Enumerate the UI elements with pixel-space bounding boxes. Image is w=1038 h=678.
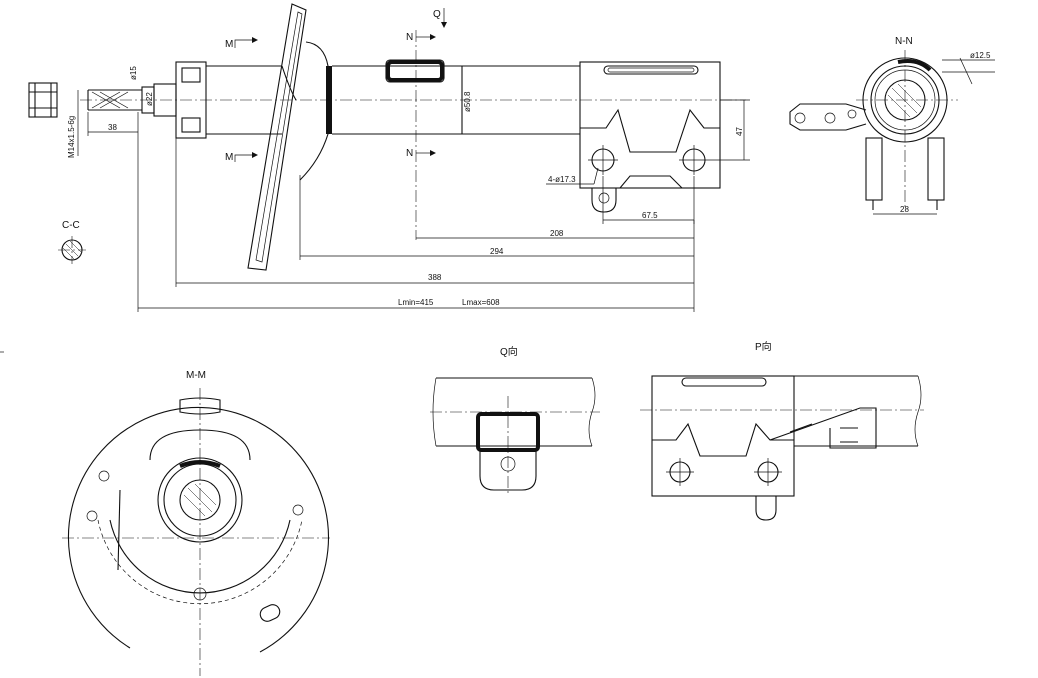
- svg-text:Lmax=608: Lmax=608: [462, 298, 500, 307]
- svg-text:M: M: [225, 152, 233, 163]
- view-q: Q向: [430, 345, 600, 496]
- svg-text:N-N: N-N: [895, 36, 913, 47]
- svg-text:ø15: ø15: [129, 66, 138, 80]
- main-strut-view: M M N N Q 38 M14x1.5-6g: [28, 3, 750, 312]
- svg-text:67.5: 67.5: [642, 211, 658, 220]
- svg-text:47: 47: [735, 127, 744, 136]
- svg-text:M-M: M-M: [186, 370, 206, 381]
- svg-text:C-C: C-C: [62, 220, 80, 231]
- svg-text:28: 28: [900, 205, 909, 214]
- svg-text:ø12.5: ø12.5: [970, 51, 991, 60]
- section-mm: M-M: [62, 370, 330, 676]
- svg-text:Q向: Q向: [500, 345, 518, 358]
- strut-tube: [332, 59, 580, 135]
- svg-text:P向: P向: [755, 340, 772, 353]
- svg-text:Q: Q: [433, 9, 441, 20]
- svg-text:294: 294: [490, 247, 504, 256]
- svg-text:4-ø17.3: 4-ø17.3: [548, 175, 576, 184]
- svg-text:N: N: [406, 148, 413, 159]
- dimension-lines: 38 M14x1.5-6g ø15 ø22 ø50.8 47 4-ø17.3 6…: [67, 66, 750, 312]
- section-cc: C-C: [58, 220, 86, 264]
- view-p: P向: [640, 340, 924, 521]
- section-markers: M M N N Q: [225, 8, 447, 163]
- section-nn: N-N ø12.5 28: [789, 36, 995, 215]
- svg-text:ø22: ø22: [145, 92, 154, 106]
- svg-text:N: N: [406, 32, 413, 43]
- svg-text:ø50.8: ø50.8: [463, 91, 472, 112]
- svg-text:388: 388: [428, 273, 442, 282]
- svg-text:M14x1.5-6g: M14x1.5-6g: [67, 116, 76, 158]
- svg-text:208: 208: [550, 229, 564, 238]
- svg-text:38: 38: [108, 123, 117, 132]
- top-nut: [28, 82, 58, 118]
- knuckle-bracket: [579, 61, 721, 213]
- svg-text:M: M: [225, 39, 233, 50]
- spring-seat: [247, 3, 329, 271]
- svg-text:Lmin=415: Lmin=415: [398, 298, 434, 307]
